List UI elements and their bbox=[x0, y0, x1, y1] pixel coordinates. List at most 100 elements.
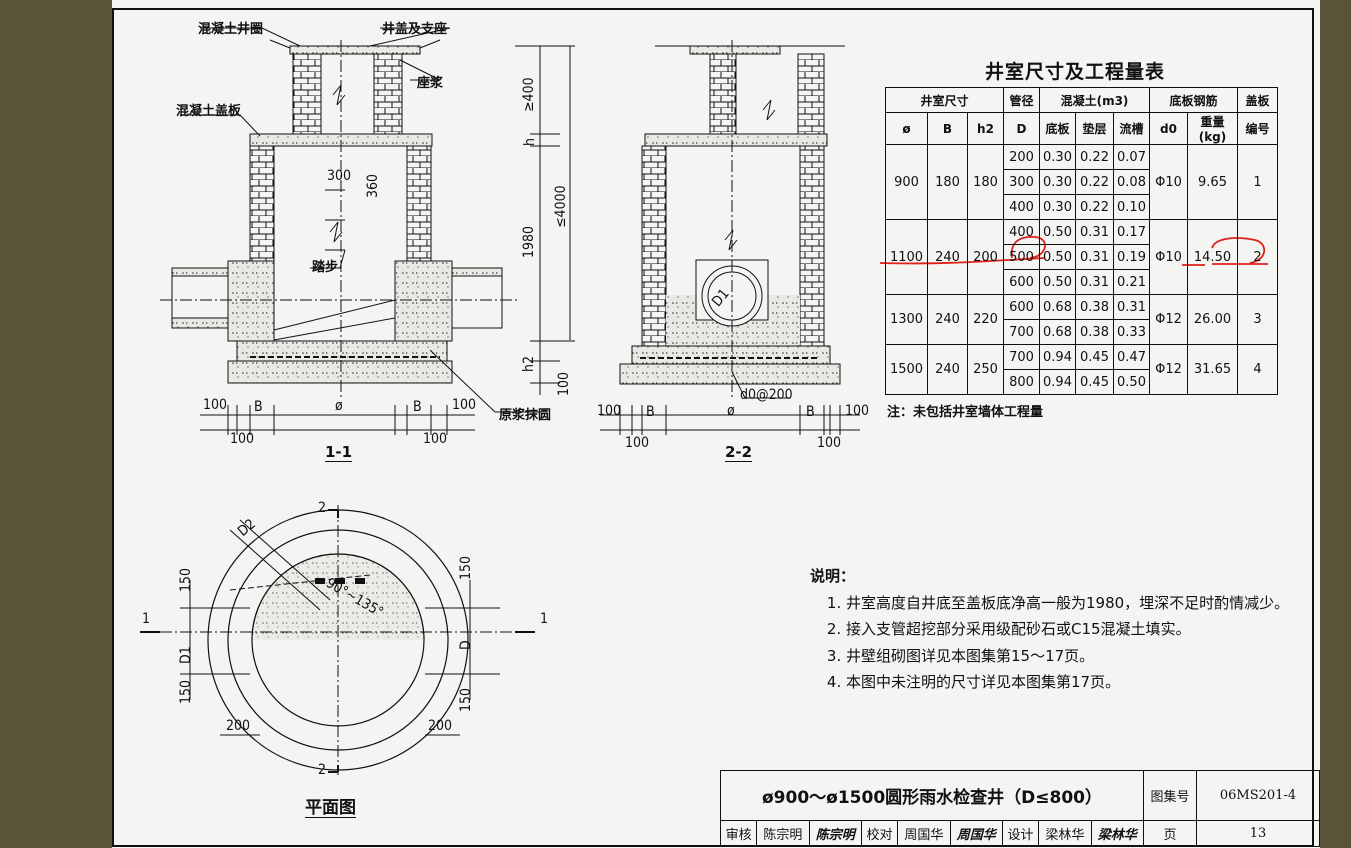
dim-D1-plan: D1 bbox=[178, 646, 194, 664]
table-group-header: 井室尺寸 bbox=[885, 87, 1004, 113]
table-cell: 600 bbox=[1003, 294, 1040, 320]
cell-cover-no: 2 bbox=[1237, 219, 1278, 295]
cell-h2: 180 bbox=[967, 144, 1004, 220]
table-sub-header: 编号 bbox=[1237, 112, 1278, 145]
designer-signature: 梁林华 bbox=[1090, 820, 1145, 847]
cell-rebar: Φ12 bbox=[1149, 294, 1188, 345]
cell-B: 180 bbox=[927, 144, 968, 220]
checker-name: 周国华 bbox=[897, 820, 951, 847]
dim-h: h bbox=[522, 138, 538, 146]
cut-1-right: 1 bbox=[540, 611, 549, 627]
dim-150-bottom-left: 150 bbox=[178, 679, 194, 704]
cell-rebar: Φ12 bbox=[1149, 344, 1188, 395]
section-1-1-title: 1-1 bbox=[325, 443, 353, 461]
table-cell: 0.68 bbox=[1039, 294, 1076, 320]
cell-weight: 26.00 bbox=[1187, 294, 1238, 345]
explanation-title: 说明： bbox=[810, 567, 856, 585]
table-cell: 500 bbox=[1003, 244, 1040, 270]
title-block: ø900～ø1500圆形雨水检查井（D≤800） 图集号 06MS201-4 审… bbox=[719, 770, 1320, 848]
label-concrete-slab: 混凝土盖板 bbox=[176, 104, 242, 119]
explanation-block: 说明： 井室高度自井底至盖板底净高一般为1980，埋深不足时酌情减少。 接入支管… bbox=[810, 563, 1289, 696]
table-group-header: 盖板 bbox=[1237, 87, 1278, 113]
table-cell: 0.30 bbox=[1039, 169, 1076, 195]
dim-B-22-left: B bbox=[646, 404, 655, 420]
cell-h2: 200 bbox=[967, 219, 1004, 295]
page-number: 13 bbox=[1196, 820, 1320, 847]
cell-B: 240 bbox=[927, 219, 968, 295]
table-title: 井室尺寸及工程量表 bbox=[985, 61, 1166, 83]
table-cell: 800 bbox=[1003, 369, 1040, 395]
section-2-2-title: 2-2 bbox=[725, 443, 753, 461]
dim-100-b: 100 bbox=[452, 397, 477, 413]
cell-cover-no: 4 bbox=[1237, 344, 1278, 395]
atlas-label: 图集号 bbox=[1143, 770, 1197, 821]
dim-100-f: 100 bbox=[845, 403, 870, 419]
check-label: 校对 bbox=[860, 820, 899, 847]
table-cell: 0.38 bbox=[1075, 319, 1114, 345]
table-cell: 400 bbox=[1003, 219, 1040, 245]
dim-100-g: 100 bbox=[625, 435, 650, 451]
reviewer-name: 陈宗明 bbox=[756, 820, 810, 847]
dim-phi: ø bbox=[335, 398, 343, 414]
table-cell: 0.21 bbox=[1113, 269, 1150, 295]
dim-100-d: 100 bbox=[423, 431, 448, 447]
cell-rebar: Φ10 bbox=[1149, 219, 1188, 295]
table-cell: 300 bbox=[1003, 169, 1040, 195]
label-step: 踏步 bbox=[312, 260, 339, 275]
cell-diameter: 1100 bbox=[885, 219, 928, 295]
table-cell: 0.31 bbox=[1113, 294, 1150, 320]
table-cell: 0.07 bbox=[1113, 144, 1150, 170]
dim-ge400: ≥400 bbox=[521, 77, 537, 112]
dim-B-right: B bbox=[413, 399, 422, 415]
table-cell: 0.31 bbox=[1075, 244, 1114, 270]
table-sub-header: h2 bbox=[967, 112, 1004, 145]
dim-100-right: 100 bbox=[556, 371, 572, 396]
dim-150-bottom-right: 150 bbox=[458, 687, 474, 712]
table-cell: 0.22 bbox=[1075, 194, 1114, 220]
table-sub-header: B bbox=[927, 112, 968, 145]
table-cell: 0.94 bbox=[1039, 344, 1076, 370]
dim-150-top-left: 150 bbox=[178, 567, 194, 592]
dim-360: 360 bbox=[365, 173, 381, 198]
table-note: 注：未包括井室墙体工程量 bbox=[887, 405, 1044, 420]
table-group-header: 混凝土(m3) bbox=[1039, 87, 1150, 113]
design-label: 设计 bbox=[1001, 820, 1040, 847]
table-sub-header: 底板 bbox=[1039, 112, 1076, 145]
table-cell: 400 bbox=[1003, 194, 1040, 220]
table-group-header: 管径 bbox=[1003, 87, 1040, 113]
designer-name: 梁林华 bbox=[1038, 820, 1092, 847]
table-cell: 0.50 bbox=[1039, 244, 1076, 270]
cell-cover-no: 3 bbox=[1237, 294, 1278, 345]
table-cell: 0.50 bbox=[1113, 369, 1150, 395]
table-cell: 0.94 bbox=[1039, 369, 1076, 395]
table-cell: 0.38 bbox=[1075, 294, 1114, 320]
table-sub-header: 重量(kg) bbox=[1187, 112, 1238, 145]
explanation-item: 井室高度自井底至盖板底净高一般为1980，埋深不足时酌情减少。 bbox=[846, 590, 1289, 617]
table-cell: 0.30 bbox=[1039, 194, 1076, 220]
table-cell: 0.50 bbox=[1039, 269, 1076, 295]
table-sub-header: 流槽 bbox=[1113, 112, 1150, 145]
cell-weight: 9.65 bbox=[1187, 144, 1238, 220]
dim-le4000: ≤4000 bbox=[553, 185, 569, 228]
table-cell: 0.68 bbox=[1039, 319, 1076, 345]
label-mortar-bed: 座浆 bbox=[417, 76, 444, 91]
table-sub-header: D bbox=[1003, 112, 1040, 145]
dim-100-a: 100 bbox=[203, 397, 228, 413]
label-concrete-ring: 混凝土井圈 bbox=[198, 22, 264, 37]
cut-2-top: 2 bbox=[318, 500, 327, 516]
table-cell: 0.22 bbox=[1075, 169, 1114, 195]
label-plaster-rounding: 原浆抹圆 bbox=[499, 408, 552, 423]
page-label: 页 bbox=[1143, 820, 1197, 847]
cell-B: 240 bbox=[927, 344, 968, 395]
section-2-2-drawing bbox=[600, 40, 860, 435]
cut-2-bottom: 2 bbox=[318, 762, 327, 778]
drawing-title: ø900～ø1500圆形雨水检查井（D≤800） bbox=[720, 770, 1144, 821]
table-cell: 600 bbox=[1003, 269, 1040, 295]
dim-150-top-right: 150 bbox=[458, 555, 474, 580]
section-1-1-drawing bbox=[160, 27, 575, 435]
